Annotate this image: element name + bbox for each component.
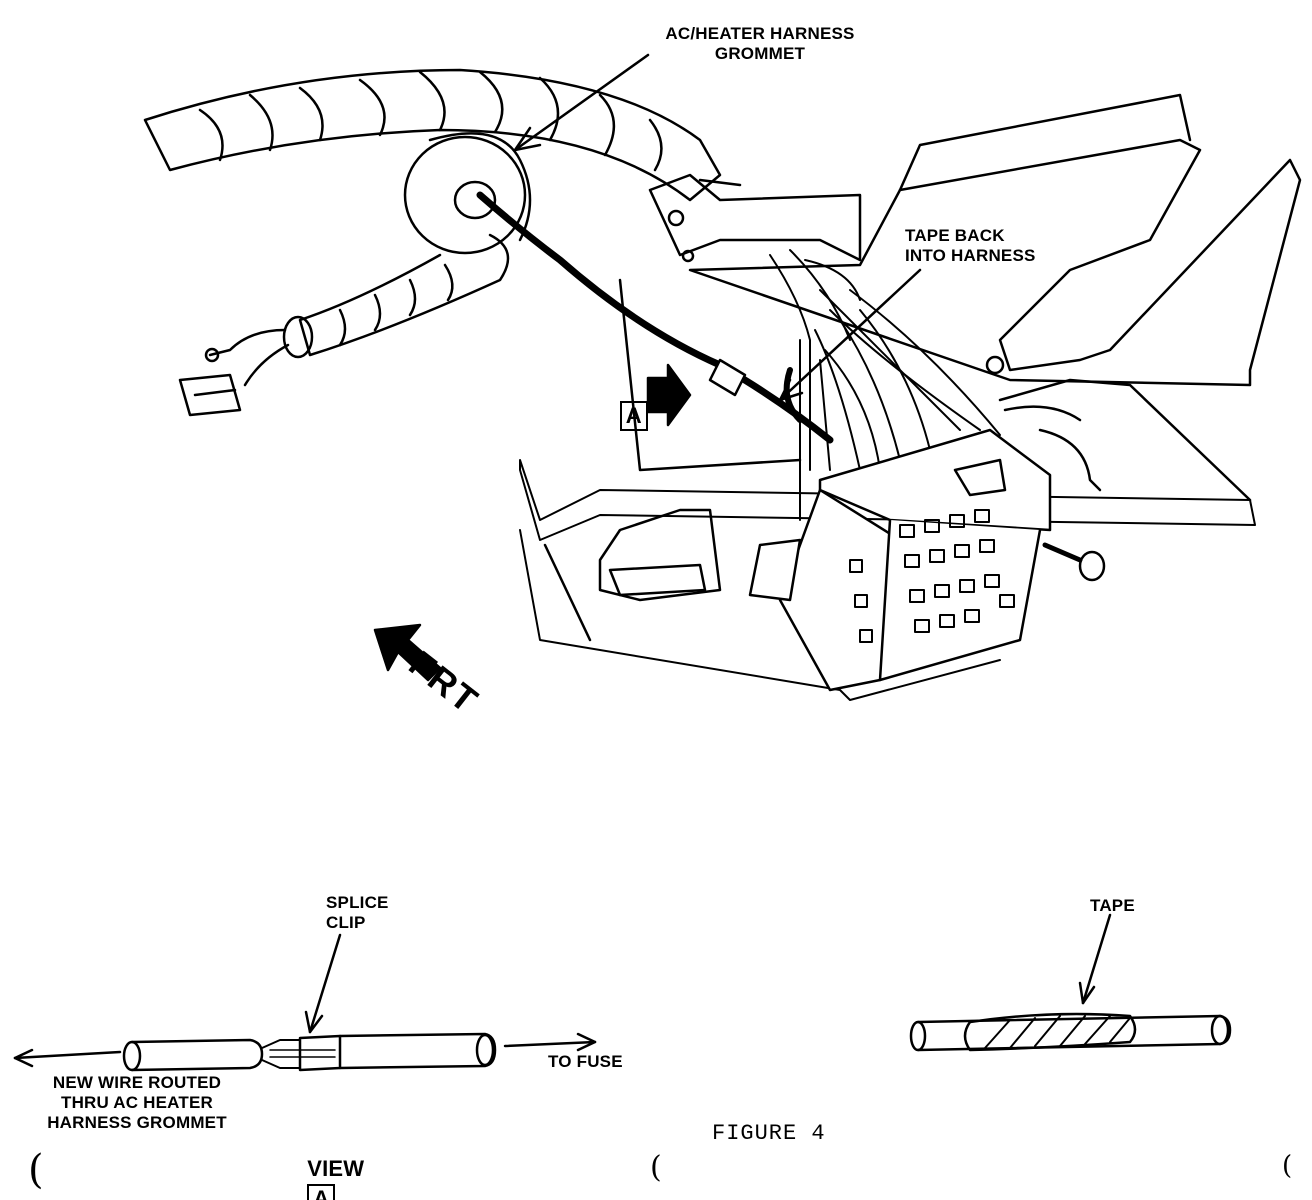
- figure-caption: FIGURE 4: [712, 1121, 826, 1146]
- view-a-caption: VIEW A: [282, 1124, 364, 1200]
- tape-detail: [909, 913, 1232, 1052]
- view-a-pointer: [646, 363, 692, 427]
- new-wire-label: NEW WIRE ROUTED THRU AC HEATER HARNESS G…: [47, 1073, 227, 1132]
- harness-leg: [178, 233, 510, 417]
- binder-mark-right: (: [1282, 1151, 1293, 1181]
- frt-arrow-icon: [373, 623, 442, 682]
- wire-bundle: [769, 249, 1001, 521]
- dash-panel: [519, 93, 1302, 701]
- binder-mark-left: (: [28, 1147, 44, 1193]
- leader-lines-top: [513, 53, 922, 402]
- splice-clip-label: SPLICE CLIP: [326, 893, 389, 932]
- main-harness-upper: [143, 68, 722, 202]
- view-a-marker: A: [600, 381, 648, 451]
- fuse-block: [748, 428, 1106, 692]
- binder-mark-center: (: [650, 1150, 662, 1185]
- view-letter-box: A: [307, 1184, 336, 1200]
- view-a-marker-letter: A: [619, 401, 648, 431]
- tape-back-label: TAPE BACK INTO HARNESS: [905, 226, 1036, 265]
- tape-label: TAPE: [1090, 896, 1135, 915]
- splice-detail: [13, 933, 597, 1072]
- grommet: [403, 132, 532, 255]
- to-fuse-label: TO FUSE: [548, 1052, 623, 1071]
- view-word: VIEW: [307, 1156, 365, 1181]
- grommet-label: AC/HEATER HARNESS GROMMET: [665, 24, 855, 63]
